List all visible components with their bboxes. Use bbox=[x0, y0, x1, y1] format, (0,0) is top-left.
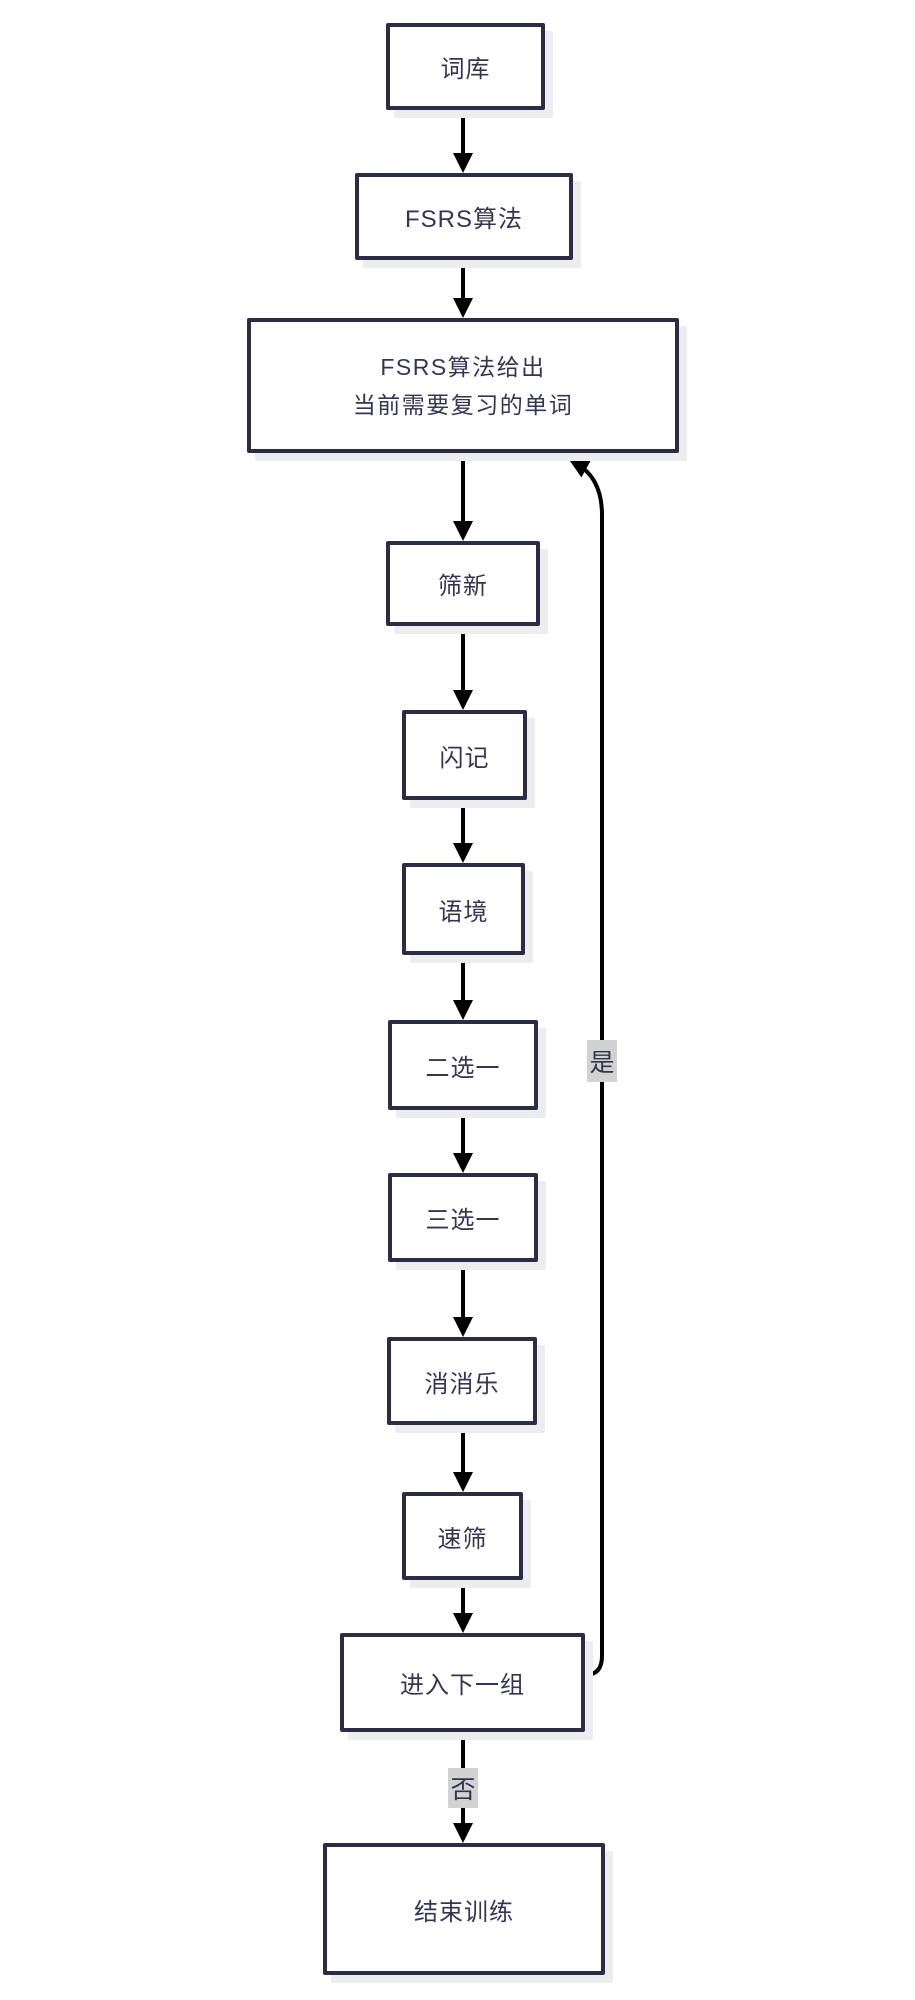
node-choose-3: 三选一 bbox=[388, 1173, 538, 1262]
edge-label-yes: 是 bbox=[587, 1040, 617, 1082]
node-fsrs-output-line2: 当前需要复习的单词 bbox=[352, 391, 574, 418]
node-quick-sift: 速筛 bbox=[402, 1492, 523, 1580]
node-match-game: 消消乐 bbox=[387, 1337, 537, 1425]
node-end-training: 结束训练 bbox=[323, 1843, 605, 1975]
node-sift-new: 筛新 bbox=[386, 541, 540, 626]
node-fsrs-output: FSRS算法给出 当前需要复习的单词 bbox=[247, 318, 679, 453]
node-word-bank: 词库 bbox=[386, 23, 545, 110]
node-flash: 闪记 bbox=[402, 710, 527, 800]
node-next-group: 进入下一组 bbox=[340, 1633, 585, 1732]
node-context: 语境 bbox=[402, 863, 525, 955]
node-fsrs: FSRS算法 bbox=[355, 173, 573, 260]
node-choose-2: 二选一 bbox=[388, 1020, 538, 1110]
node-fsrs-output-line1: FSRS算法给出 bbox=[380, 353, 546, 380]
edge-label-no: 否 bbox=[448, 1768, 478, 1808]
